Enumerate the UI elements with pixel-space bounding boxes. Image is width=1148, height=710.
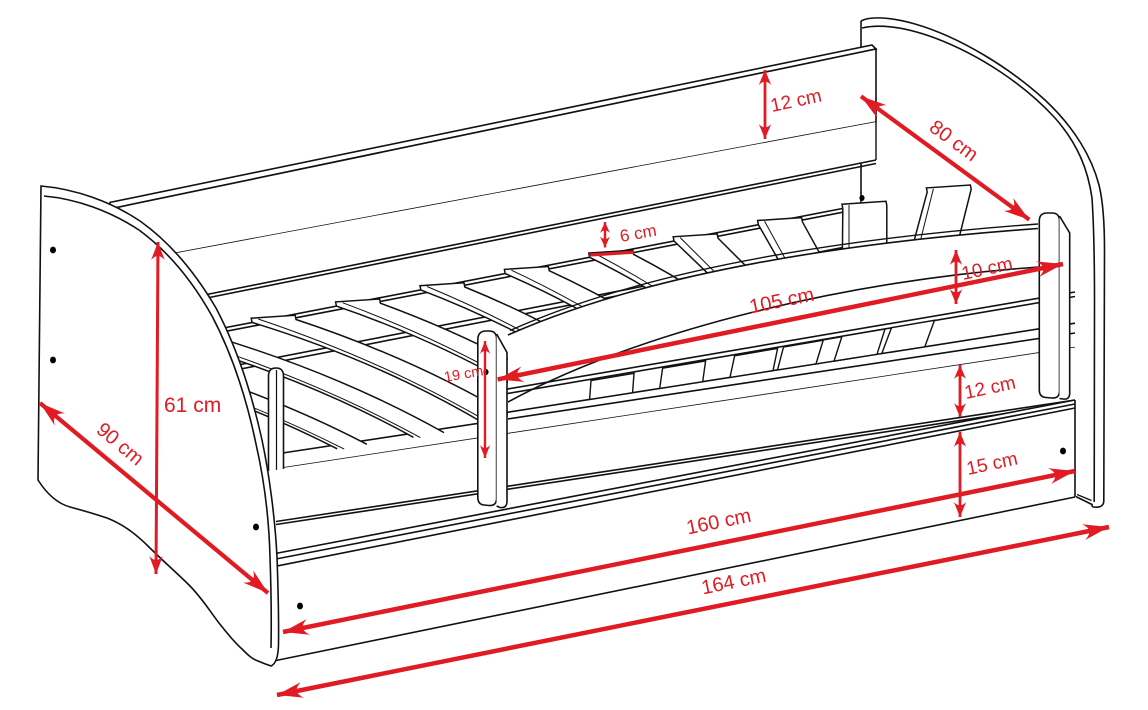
svg-text:61 cm: 61 cm [164, 394, 221, 417]
svg-text:19 cm: 19 cm [443, 363, 485, 386]
